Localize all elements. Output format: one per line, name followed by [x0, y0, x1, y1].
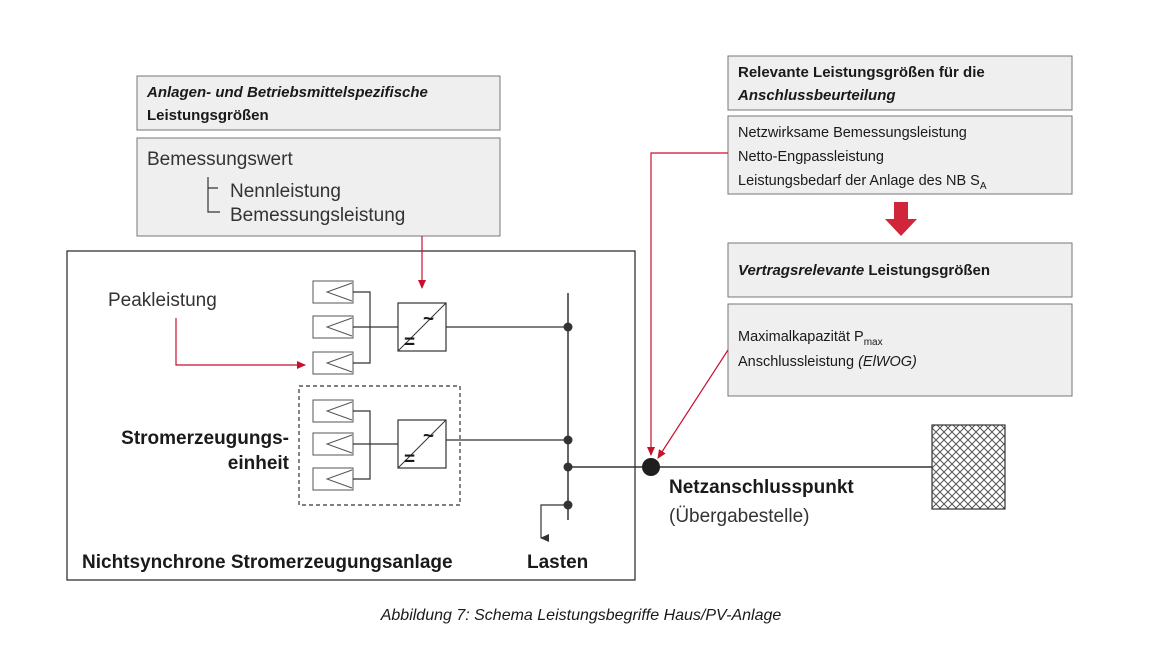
rating-value-heading: Bemessungswert: [147, 149, 293, 170]
peak-power-label: Peakleistung: [108, 290, 217, 311]
inverter-icon: ~ =: [397, 419, 447, 470]
assessment-title-1: Relevante Leistungsgrößen für die: [738, 64, 985, 81]
generation-unit-frame: [298, 385, 461, 506]
busbar: [540, 293, 573, 542]
figure-caption: Abbildung 7: Schema Leistungsbegriffe Ha…: [380, 607, 782, 624]
equipment-specific-box: Anlagen- und Betriebsmittelspezifische L…: [136, 75, 501, 131]
public-grid-icon: [931, 424, 1006, 510]
loads-label: Lasten: [527, 552, 588, 573]
dc-symbol: =: [404, 449, 415, 470]
assessment-box-content: Netzwirksame Bemessungsleistung Netto-En…: [727, 115, 1073, 195]
big-down-arrow: [885, 202, 917, 236]
contract-title: Vertragsrelevante Leistungsgrößen: [738, 262, 990, 279]
connection-point-dot: [642, 458, 660, 476]
rated-power-item: Nennleistung: [230, 181, 341, 202]
contract-box-title: Vertragsrelevante Leistungsgrößen: [727, 242, 1073, 298]
connection-point-label: Netzanschlusspunkt: [669, 477, 854, 498]
rating-value-box: Bemessungswert Nennleistung Bemessungsle…: [136, 137, 501, 237]
pv-module-icon: [312, 432, 354, 456]
dc-symbol: =: [404, 332, 415, 353]
rating-power-item: Bemessungsleistung: [230, 205, 405, 226]
contract-line-1: Maximalkapazität Pmax: [738, 329, 883, 348]
tree-bracket: [207, 177, 220, 213]
contract-line-2: Anschlussleistung (ElWOG): [738, 354, 917, 370]
connection-point-sublabel: (Übergabestelle): [669, 506, 809, 527]
load-arrow: [540, 504, 568, 542]
pv-module-icon: [312, 399, 354, 423]
assessment-title-2: Anschlussbeurteilung: [737, 87, 896, 104]
ac-symbol: ~: [423, 309, 434, 330]
pv-module-icon: [312, 280, 354, 304]
equipment-box-title-2: Leistungsgrößen: [147, 107, 269, 124]
pv-module-icon: [312, 315, 354, 339]
pv-module-icon: [312, 351, 354, 375]
inverter-icon: ~ =: [397, 302, 447, 353]
assessment-box-title: Relevante Leistungsgrößen für die Anschl…: [727, 55, 1073, 111]
assessment-arrow: [647, 152, 728, 456]
generation-unit-label-1: Stromerzeugungs-: [121, 428, 289, 449]
assessment-line-1: Netzwirksame Bemessungsleistung: [738, 125, 967, 141]
assessment-line-2: Netto-Engpassleistung: [738, 149, 884, 165]
pv-module-group-2: ~ =: [312, 399, 568, 491]
peak-arrow: [175, 318, 306, 369]
assessment-line-3: Leistungsbedarf der Anlage des NB SA: [738, 173, 987, 192]
pv-module-icon: [312, 467, 354, 491]
contract-box-content: Maximalkapazität Pmax Anschlussleistung …: [727, 303, 1073, 397]
generation-unit-label-2: einheit: [228, 453, 290, 474]
ac-symbol: ~: [423, 426, 434, 447]
plant-label: Nichtsynchrone Stromerzeugungsanlage: [82, 552, 453, 573]
equipment-box-title-1: Anlagen- und Betriebsmittelspezifische: [146, 84, 428, 101]
pv-module-group-1: ~ =: [312, 280, 568, 375]
plant-frame: [66, 250, 636, 581]
contract-arrow: [657, 349, 729, 459]
